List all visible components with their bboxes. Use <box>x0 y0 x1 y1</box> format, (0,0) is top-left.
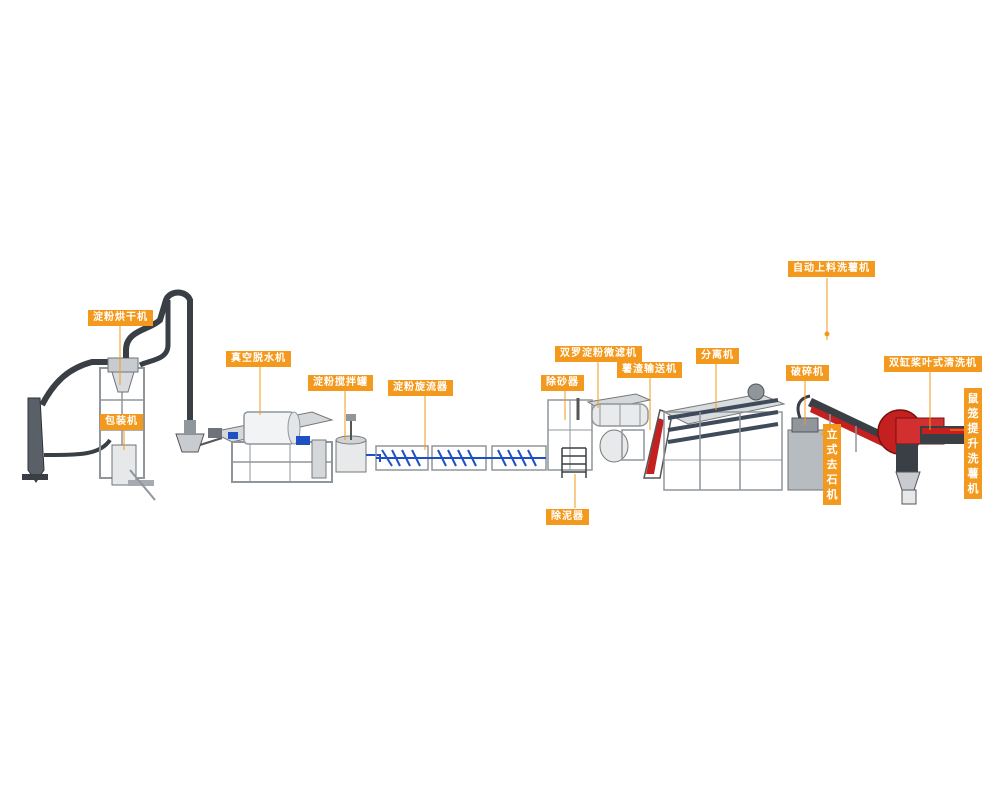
leader-dot <box>824 331 830 337</box>
label-mixing-tank: 淀粉搅拌罐 <box>308 375 373 391</box>
label-cyclone: 淀粉旋流器 <box>388 380 453 396</box>
cyclone-banks <box>375 445 547 471</box>
label-crusher: 破碎机 <box>786 365 829 381</box>
label-cage-washer: 鼠笼提升洗薯机 <box>964 388 982 499</box>
leader-lines <box>119 278 965 508</box>
label-double-paddle-washer: 双缸桨叶式清洗机 <box>884 356 982 372</box>
label-separator: 分离机 <box>696 348 739 364</box>
label-dryer: 淀粉烘干机 <box>88 310 153 326</box>
desander-unit <box>547 398 593 478</box>
label-packaging: 包装机 <box>100 414 143 430</box>
label-desilter: 除泥器 <box>546 509 589 525</box>
label-residue-conveyor: 薯渣输送机 <box>617 362 682 378</box>
label-double-screen-filter: 双罗淀粉微滤机 <box>555 346 642 362</box>
label-vacuum-dehydrator: 真空脱水机 <box>226 351 291 367</box>
vacuum-dehydrator-unit <box>208 411 334 483</box>
label-auto-feed-washer: 自动上料洗薯机 <box>788 261 875 277</box>
label-stone-remover: 立式去石机 <box>823 424 841 505</box>
label-desander: 除砂器 <box>541 375 584 391</box>
mixing-tank-unit <box>335 414 381 473</box>
double-screen-filter-unit <box>586 393 652 463</box>
separator-unit <box>662 383 786 491</box>
